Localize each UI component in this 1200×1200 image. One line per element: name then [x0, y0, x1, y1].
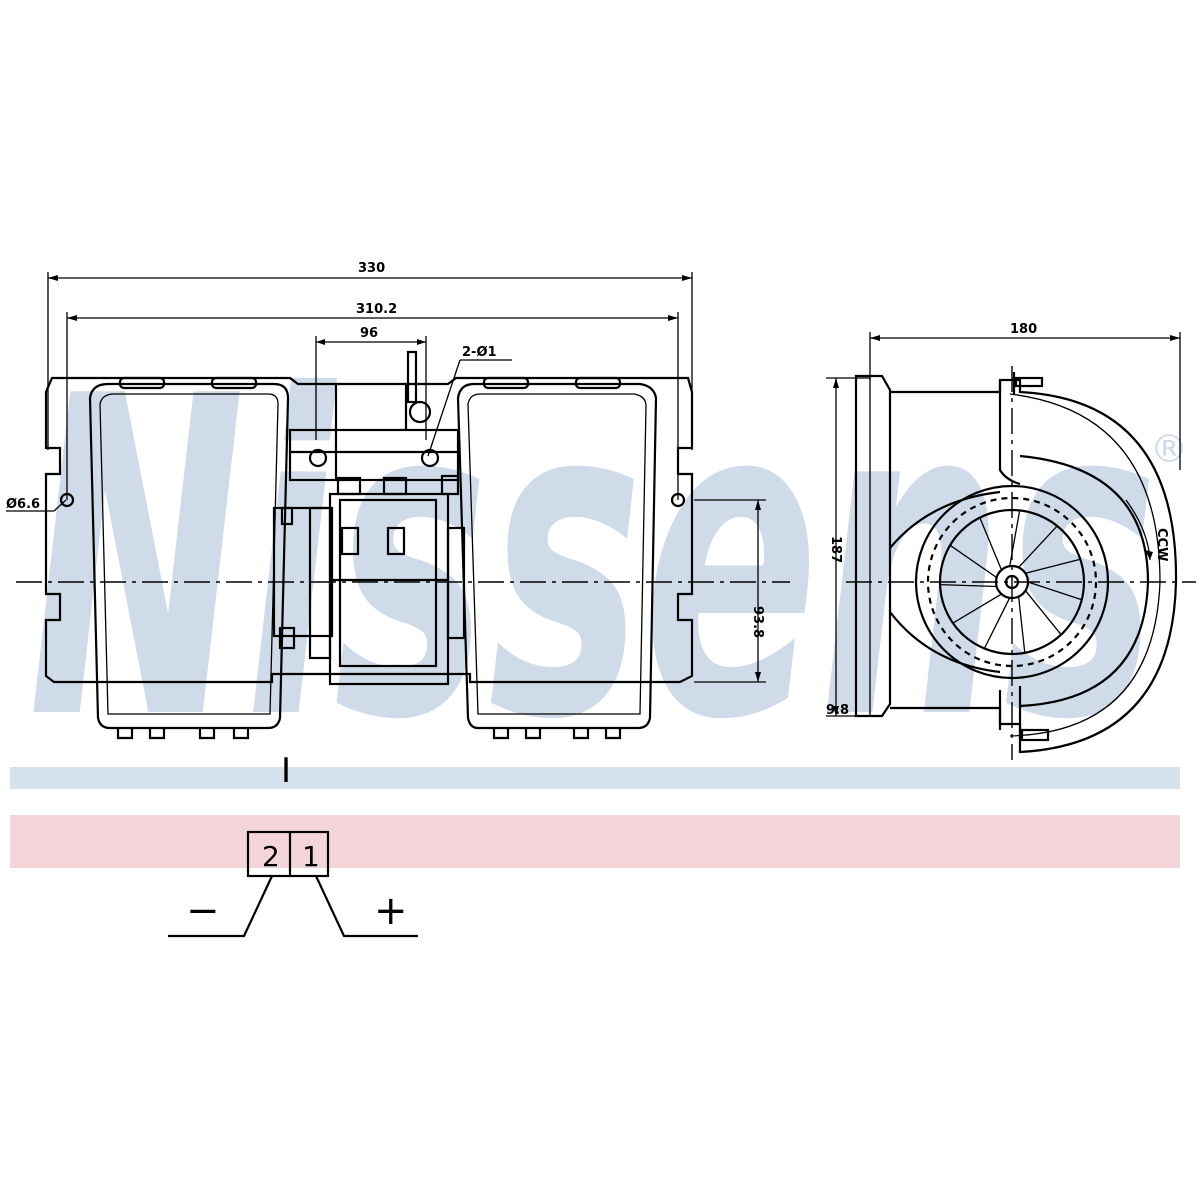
dim-96: 96	[360, 326, 378, 341]
dimension-mount-height: 93.8	[694, 499, 766, 683]
hole-callout: 2-Ø1	[427, 345, 512, 457]
watermark: Nissens ®	[28, 304, 1188, 816]
blue-band	[10, 767, 1180, 789]
mounting-plate	[44, 376, 694, 684]
wire-positive	[315, 875, 418, 938]
outlet-duct	[889, 490, 1001, 674]
registered-mark: ®	[1150, 427, 1188, 471]
impeller-spoke	[1017, 596, 1026, 653]
impeller-spoke	[952, 593, 1002, 624]
impeller-spoke	[1018, 525, 1058, 568]
dim-330: 330	[358, 261, 385, 276]
dim-180: 180	[1010, 322, 1037, 337]
impeller-spoke	[983, 597, 1011, 649]
impeller-spoke	[949, 544, 997, 579]
dim-2-holes: 2-Ø1	[462, 345, 497, 360]
dimension-center-width: 96	[315, 326, 427, 440]
dim-310-2: 310.2	[356, 302, 397, 317]
positive-label: +	[374, 888, 408, 934]
impeller-spoke	[979, 517, 1003, 571]
impeller-spoke	[1025, 558, 1081, 574]
front-view: 330 310.2 96 2-Ø1 Ø6.6	[6, 261, 790, 791]
connector-pin-2: 2	[262, 840, 280, 873]
dim-hole-diameter: Ø6.6	[6, 497, 40, 512]
impeller-spoke	[1024, 590, 1062, 636]
dimension-depth: 180	[869, 322, 1181, 470]
scroll-housing	[890, 378, 1178, 754]
side-view: 180 187 9.8	[826, 322, 1196, 760]
connector-diagram: 2 1 − +	[168, 830, 418, 938]
connector-pin-1: 1	[302, 840, 320, 873]
dim-187: 187	[828, 536, 843, 563]
wire-negative	[168, 875, 273, 938]
side-flange	[854, 374, 892, 718]
negative-label: −	[186, 888, 220, 934]
right-blower-housing	[456, 376, 658, 740]
impeller-spoke	[939, 583, 997, 588]
motor-center-block	[272, 350, 466, 686]
pink-band	[10, 815, 1180, 868]
dim-9-8: 9.8	[826, 703, 849, 718]
impeller-spoke	[1027, 581, 1083, 601]
dim-93-8: 93.8	[750, 606, 765, 638]
dimension-height: 187	[826, 377, 870, 717]
rotation-label: CCW	[1154, 528, 1169, 561]
watermark-text: Nissens	[28, 304, 1158, 816]
left-blower-housing	[88, 376, 290, 740]
section-mark: I	[281, 751, 291, 791]
connector-body	[246, 830, 330, 878]
